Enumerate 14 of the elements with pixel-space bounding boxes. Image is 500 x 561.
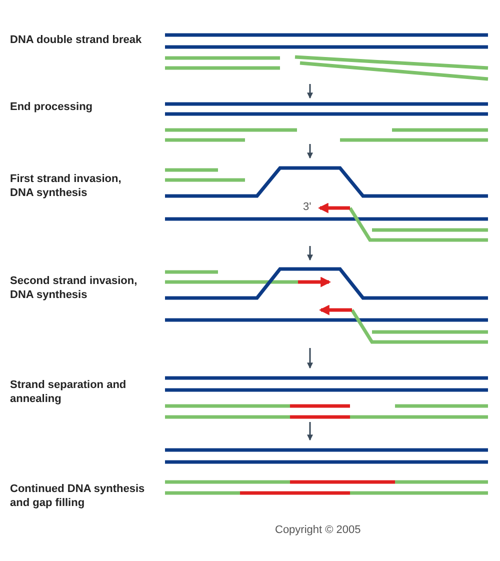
step-heading: Continued DNA synthesis and gap filling <box>10 482 146 510</box>
dna-strands-drawing <box>163 100 491 142</box>
strand-end-label: 3' <box>303 201 312 213</box>
arrow <box>307 422 313 441</box>
step-heading: DNA double strand break <box>10 33 143 47</box>
step-heading: Strand separation and annealing <box>10 378 128 406</box>
arrow <box>307 144 313 159</box>
arrow <box>307 84 313 99</box>
step-heading: Second strand invasion, DNA synthesis <box>10 274 138 302</box>
step-heading: End processing <box>10 100 94 114</box>
arrow <box>307 246 313 261</box>
step-heading: First strand invasion, DNA synthesis <box>10 172 122 200</box>
copyright-note: Copyright © 2005 <box>275 524 361 536</box>
arrow <box>307 348 313 369</box>
